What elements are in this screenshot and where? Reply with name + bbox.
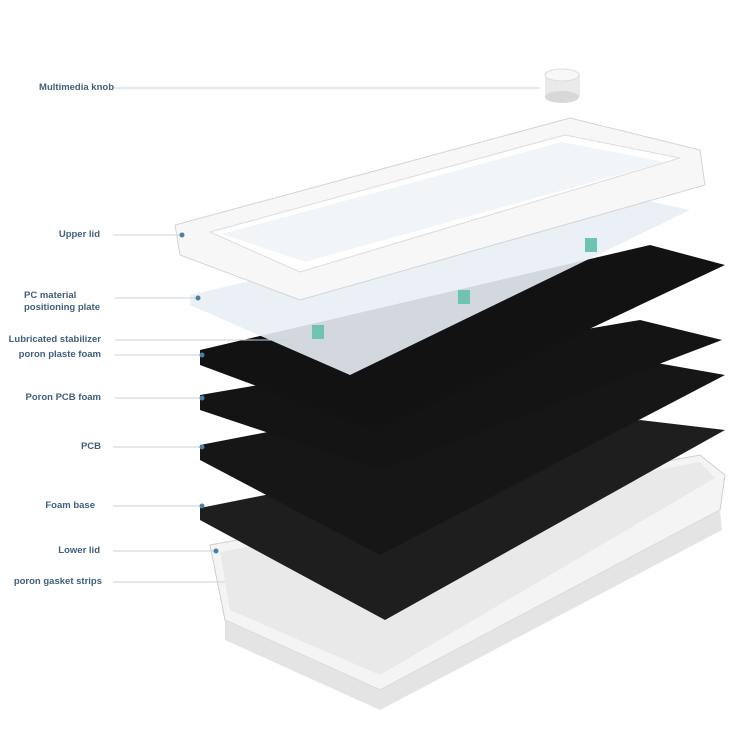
label-poron-pcb-foam: Poron PCB foam bbox=[25, 392, 101, 403]
upper-lid bbox=[174, 117, 706, 301]
pcb bbox=[200, 360, 725, 555]
label-lubricated-stabilizer: Lubricated stabilizer bbox=[8, 334, 101, 345]
label-pc-plate-line1: PC material bbox=[24, 290, 77, 301]
label-foam-base: Foam base bbox=[45, 500, 95, 511]
poron-plate-foam bbox=[200, 245, 725, 430]
label-lower-lid: Lower lid bbox=[58, 545, 100, 556]
label-pc-plate: PC material positioning plate bbox=[24, 290, 100, 314]
anchor-dots bbox=[179, 232, 219, 554]
label-pc-plate-line2: positioning plate bbox=[24, 302, 100, 313]
foam-base bbox=[200, 420, 725, 620]
label-poron-plate-foam: poron plaste foam bbox=[18, 349, 101, 360]
leader-lines bbox=[113, 87, 540, 583]
label-poron-gasket-strips: poron gasket strips bbox=[13, 576, 102, 587]
label-multimedia-knob: Multimedia knob bbox=[39, 82, 114, 93]
label-upper-lid: Upper lid bbox=[58, 229, 100, 240]
label-pcb: PCB bbox=[80, 441, 101, 452]
multimedia-knob bbox=[544, 68, 580, 103]
poron-pcb-foam bbox=[200, 320, 722, 470]
